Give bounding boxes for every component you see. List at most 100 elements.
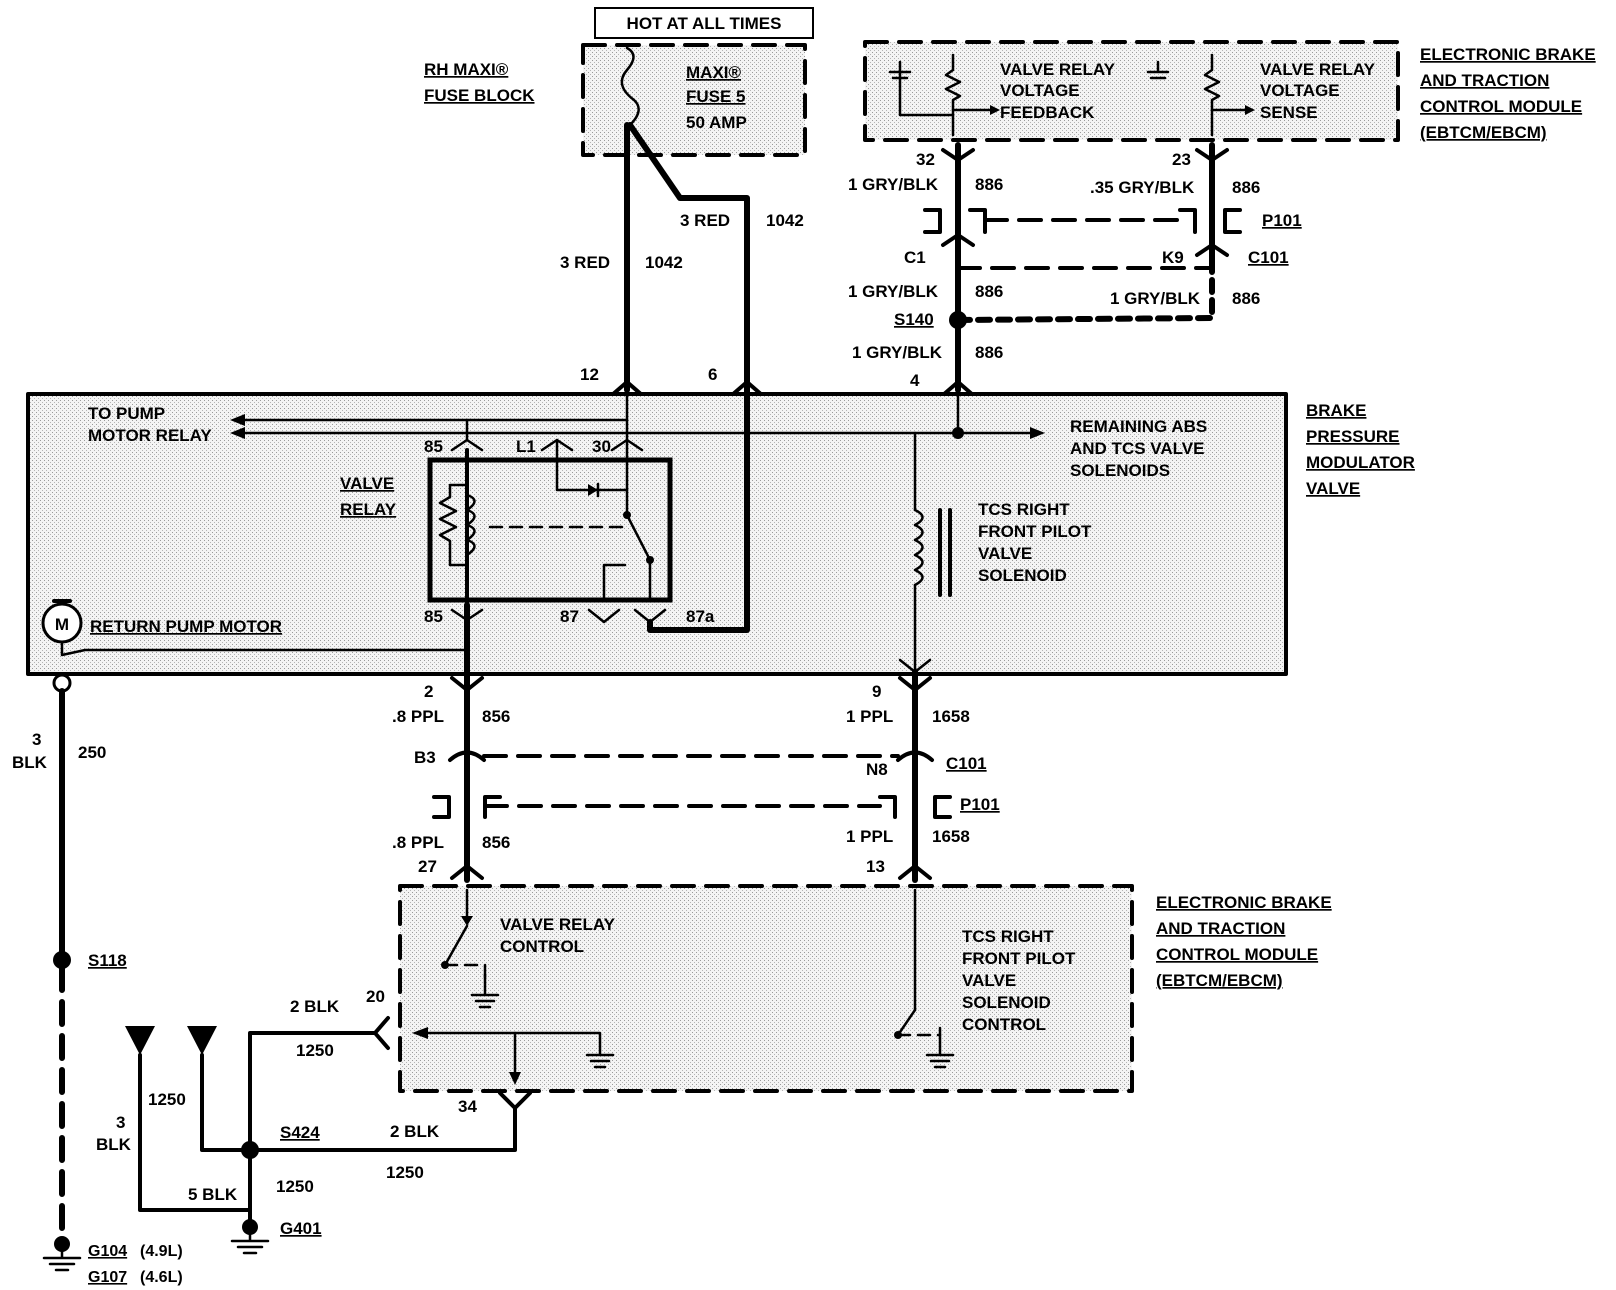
gry-4-label: 1 GRY/BLK (852, 343, 943, 362)
c886-d-label: 886 (1232, 289, 1260, 308)
g104-label: G104 (88, 1243, 127, 1260)
relay-control-label-2: CONTROL (500, 937, 584, 956)
c1250-a-label: 1250 (296, 1041, 334, 1060)
remaining-label-3: SOLENOIDS (1070, 461, 1170, 480)
sense-label-3: SENSE (1260, 103, 1318, 122)
connector-4-icon (941, 380, 975, 397)
pin-4-label: 4 (910, 371, 920, 390)
terminal-30-label: 30 (592, 437, 611, 456)
c886-c-label: 886 (975, 282, 1003, 301)
wire-1250-b (200, 1053, 252, 1152)
hot-at-all-times-box (594, 7, 814, 39)
fuse-block-label-1: RH MAXI® (424, 60, 509, 79)
c856-a-label: 856 (482, 707, 510, 726)
c1042-b-label: 1042 (766, 211, 804, 230)
sense-label-1: VALVE RELAY (1260, 60, 1376, 79)
motor-symbol: M (55, 615, 69, 634)
c101-bottom-icon (448, 750, 934, 762)
bpmv-title-1: BRAKE (1306, 401, 1366, 420)
relay-control-label-1: VALVE RELAY (500, 915, 616, 934)
bpmv-title-4: VALVE (1306, 479, 1360, 498)
c1250-b-label: 1250 (386, 1163, 424, 1182)
s424-splice (241, 1141, 259, 1159)
remaining-arrow-icon (1030, 427, 1045, 439)
pin-20-label: 20 (366, 987, 385, 1006)
sense-label-2: VOLTAGE (1260, 81, 1340, 100)
feedback-label-3: FEEDBACK (1000, 103, 1095, 122)
blk3-b-gauge: 3 (116, 1113, 125, 1132)
wire-87a (647, 387, 750, 633)
s118-label: S118 (88, 951, 127, 970)
ebtcm-bottom-title-4: (EBTCM/EBCM) (1156, 971, 1283, 990)
fuse-block-label-2: FUSE BLOCK (424, 86, 535, 105)
fuse-label-2: FUSE 5 (686, 87, 746, 106)
remaining-label-1: REMAINING ABS (1070, 417, 1207, 436)
tcs-solenoid-label-3: VALVE (978, 544, 1032, 563)
remaining-label-2: AND TCS VALVE (1070, 439, 1204, 458)
tcs-solenoid-icon (898, 431, 952, 674)
red-b-label: 3 RED (680, 211, 730, 230)
g104-ground-icon (42, 1236, 82, 1272)
ebtcm-bottom-box (398, 884, 1134, 1093)
terminal-87-label: 87 (560, 607, 579, 626)
ebtcm-bottom-title-1: ELECTRONIC BRAKE (1156, 893, 1332, 912)
c250-label: 250 (78, 743, 106, 762)
ebtcm-top-title-4: (EBTCM/EBCM) (1420, 123, 1547, 142)
gry-3-label: 1 GRY/BLK (1110, 289, 1201, 308)
pin-32-label: 32 (916, 150, 935, 169)
tcs-control-switch-icon (894, 888, 955, 1069)
tcs-control-label-3: VALVE (962, 971, 1016, 990)
g107-label: G107 (88, 1269, 127, 1286)
pin-2-label: 2 (424, 682, 433, 701)
c1250-d-label: 1250 (276, 1177, 314, 1196)
ebtcm-bottom-title-3: CONTROL MODULE (1156, 945, 1318, 964)
c886-b-label: 886 (1232, 178, 1260, 197)
pin-27-label: 27 (418, 857, 437, 876)
tcs-control-label-5: CONTROL (962, 1015, 1046, 1034)
tcs-control-label-1: TCS RIGHT (962, 927, 1054, 946)
valve-relay-box (427, 457, 673, 603)
c886-e-label: 886 (975, 343, 1003, 362)
wire-1250-c (138, 1053, 252, 1212)
p101-bottom-brackets-icon (432, 795, 952, 819)
ground-arrow-b-icon (187, 1026, 217, 1055)
feedback-label-2: VOLTAGE (1000, 81, 1080, 100)
fuse-element-icon (620, 46, 640, 127)
tcs-solenoid-label-1: TCS RIGHT (978, 500, 1070, 519)
g104-note: (4.9L) (140, 1243, 183, 1260)
tcs-control-label-4: SOLENOID (962, 993, 1051, 1012)
feedback-label-1: VALVE RELAY (1000, 60, 1116, 79)
maxi-fuse-block-box (581, 43, 807, 157)
red-a-label: 3 RED (560, 253, 610, 272)
g401-ground-icon (230, 1219, 270, 1255)
pin-13-label: 13 (866, 857, 885, 876)
connector-9-13-icon (898, 676, 932, 880)
s118-splice (53, 951, 71, 969)
relay-control-switch-icon (441, 888, 500, 1009)
feedback-resistor-icon (888, 53, 1000, 137)
pin-9-label: 9 (872, 682, 881, 701)
c1042-a-label: 1042 (645, 253, 683, 272)
pin-12-label: 12 (580, 365, 599, 384)
terminal-l1-label: L1 (516, 437, 536, 456)
pump-relay-label-1: TO PUMP (88, 404, 165, 423)
tcs-control-label-2: FRONT PILOT (962, 949, 1076, 968)
wire-1250-main (248, 1031, 517, 1152)
c1658-b-label: 1658 (932, 827, 970, 846)
g107-note: (4.6L) (140, 1269, 183, 1286)
gry-1-label: 1 GRY/BLK (848, 175, 939, 194)
ebtcm-top-title-2: AND TRACTION (1420, 71, 1549, 90)
pin-34-label: 34 (458, 1097, 477, 1116)
wire-1042-b (627, 122, 750, 393)
valve-relay-label-1: VALVE (340, 474, 394, 493)
bpmv-title-2: PRESSURE (1306, 427, 1400, 446)
ppl-1658-b-label: 1 PPL (846, 827, 893, 846)
s424-label: S424 (280, 1123, 320, 1142)
terminal-85a-label: 85 (424, 437, 443, 456)
tcs-solenoid-label-2: FRONT PILOT (978, 522, 1092, 541)
connector-34-icon (498, 1091, 532, 1110)
p101-top-label: P101 (1262, 211, 1302, 230)
ebtcm-top-title-3: CONTROL MODULE (1420, 97, 1582, 116)
ground-arrow-a-icon (125, 1026, 155, 1055)
connector-2-27-icon (450, 676, 484, 880)
